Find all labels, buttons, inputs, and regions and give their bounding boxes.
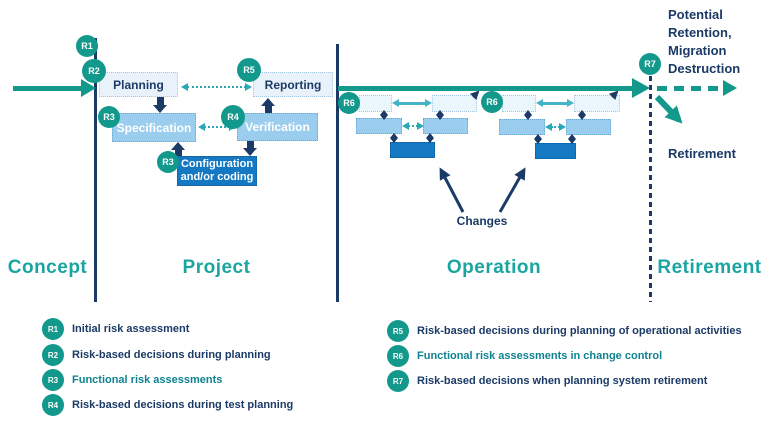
potential-line-2: Retention, bbox=[668, 25, 732, 40]
phase-line-project-operation bbox=[336, 44, 339, 302]
marker-r4-label: R4 bbox=[227, 112, 239, 122]
marker-r2: R2 bbox=[82, 59, 106, 83]
legend-text-r3: Functional risk assessments bbox=[72, 374, 223, 386]
retirement-dashed-arrow-head bbox=[723, 80, 737, 96]
legend-row-r3: R3 Functional risk assessments bbox=[42, 369, 222, 391]
marker-r6-label: R6 bbox=[343, 98, 355, 108]
op-connector-b2 bbox=[578, 110, 587, 120]
arrow-verification-to-reporting bbox=[261, 98, 276, 113]
legend-row-r5: R5 Risk-based decisions during planning … bbox=[387, 320, 742, 342]
configuration-label-line1: Configuration bbox=[180, 158, 254, 170]
arrow-verification-to-configuration bbox=[243, 141, 258, 156]
op-connector-b4 bbox=[568, 134, 577, 144]
op-connector-a3 bbox=[390, 133, 399, 143]
marker-r5: R5 bbox=[237, 58, 261, 82]
marker-r7-label: R7 bbox=[644, 59, 656, 69]
marker-r7: R7 bbox=[639, 53, 661, 75]
op-box-mid-a2 bbox=[423, 118, 468, 134]
configuration-label-line2: and/or coding bbox=[180, 171, 254, 183]
legend-row-r7: R7 Risk-based decisions when planning sy… bbox=[387, 370, 707, 392]
marker-r3-specification: R3 bbox=[98, 106, 120, 128]
legend-text-r2: Risk-based decisions during planning bbox=[72, 349, 271, 361]
arrow-configuration-to-specification bbox=[171, 142, 186, 156]
op-box-dark-b bbox=[535, 143, 576, 159]
phase-label-project: Project bbox=[182, 257, 251, 278]
legend-row-r1: R1 Initial risk assessment bbox=[42, 318, 189, 340]
phase-label-operation: Operation bbox=[446, 257, 542, 278]
legend-marker-r6: R6 bbox=[387, 345, 409, 367]
configuration-box: Configuration and/or coding bbox=[177, 156, 257, 186]
phase-label-retirement: Retirement bbox=[657, 257, 762, 278]
concept-entry-arrow-head bbox=[81, 79, 96, 97]
changes-label: Changes bbox=[456, 214, 508, 228]
changes-arrow-right bbox=[498, 167, 526, 213]
legend-row-r2: R2 Risk-based decisions during planning bbox=[42, 344, 271, 366]
phase-label-concept: Concept bbox=[7, 257, 88, 278]
legend-marker-r3: R3 bbox=[42, 369, 64, 391]
phase-line-concept-project bbox=[94, 38, 97, 302]
op-box-light-a2 bbox=[432, 95, 477, 112]
potential-line-4: Destruction bbox=[668, 61, 741, 76]
op-arrow-a-mid bbox=[402, 122, 424, 131]
potential-line-3: Migration bbox=[668, 43, 727, 58]
op-box-mid-b1 bbox=[499, 119, 545, 135]
legend-marker-r4: R4 bbox=[42, 394, 64, 416]
legend-row-r4: R4 Risk-based decisions during test plan… bbox=[42, 394, 293, 416]
specification-label: Specification bbox=[116, 120, 192, 135]
legend-marker-r7: R7 bbox=[387, 370, 409, 392]
marker-r6-label-2: R6 bbox=[486, 97, 498, 107]
potential-line-1: Potential bbox=[668, 7, 723, 22]
legend-row-r6: R6 Functional risk assessments in change… bbox=[387, 345, 662, 367]
verification-label: Verification bbox=[245, 120, 310, 134]
op-arrow-b-mid bbox=[545, 123, 566, 132]
phase-line-operation-retirement bbox=[649, 76, 652, 302]
changes-arrow-left bbox=[439, 167, 465, 213]
legend-text-r5: Risk-based decisions during planning of … bbox=[417, 325, 742, 337]
operation-timeline-shaft bbox=[338, 86, 634, 91]
op-connector-a2 bbox=[436, 110, 445, 120]
marker-r3-label-2: R3 bbox=[162, 157, 174, 167]
reporting-box: Reporting bbox=[253, 72, 333, 97]
legend-text-r7: Risk-based decisions when planning syste… bbox=[417, 375, 708, 387]
op-connector-a4 bbox=[426, 133, 435, 143]
reporting-label: Reporting bbox=[264, 77, 322, 92]
marker-r3-label: R3 bbox=[103, 112, 115, 122]
retirement-dashed-arrow-shaft bbox=[657, 86, 725, 91]
op-box-mid-a1 bbox=[356, 118, 402, 134]
op-box-mid-b2 bbox=[566, 119, 611, 135]
marker-r2-label: R2 bbox=[88, 66, 100, 76]
operation-timeline-arrow-head bbox=[632, 78, 650, 98]
marker-r6-cluster-a: R6 bbox=[338, 92, 360, 114]
marker-r5-label: R5 bbox=[243, 65, 255, 75]
legend-marker-r2: R2 bbox=[42, 344, 64, 366]
marker-r6-cluster-b: R6 bbox=[481, 91, 503, 113]
marker-r4: R4 bbox=[221, 105, 245, 129]
planning-box: Planning bbox=[99, 72, 178, 97]
verification-box: Verification bbox=[237, 113, 318, 141]
op-box-dark-a bbox=[390, 142, 435, 158]
marker-r1-label: R1 bbox=[81, 41, 93, 51]
retirement-note: Retirement bbox=[668, 146, 736, 161]
op-box-light-b2 bbox=[574, 95, 620, 112]
op-connector-b1 bbox=[524, 110, 533, 120]
op-connector-b3 bbox=[534, 134, 543, 144]
potential-outcomes-text: Potential Retention, Migration Destructi… bbox=[668, 6, 740, 78]
arrow-planning-to-specification bbox=[153, 97, 168, 113]
op-arrow-a-top bbox=[392, 99, 432, 108]
legend-marker-r1: R1 bbox=[42, 318, 64, 340]
op-arrow-b-top bbox=[536, 99, 574, 108]
legend-text-r4: Risk-based decisions during test plannin… bbox=[72, 399, 294, 411]
planning-label: Planning bbox=[113, 77, 164, 92]
dotted-arrow-planning-reporting bbox=[181, 83, 252, 92]
concept-entry-arrow-shaft bbox=[13, 86, 83, 91]
legend-text-r1: Initial risk assessment bbox=[72, 323, 190, 335]
marker-r3-configuration: R3 bbox=[157, 151, 179, 173]
marker-r1: R1 bbox=[76, 35, 98, 57]
retirement-diagonal-arrow bbox=[654, 94, 683, 124]
legend-marker-r5: R5 bbox=[387, 320, 409, 342]
legend-text-r6: Functional risk assessments in change co… bbox=[417, 350, 663, 362]
op-connector-a1 bbox=[380, 110, 389, 120]
specification-box: Specification bbox=[112, 113, 196, 142]
